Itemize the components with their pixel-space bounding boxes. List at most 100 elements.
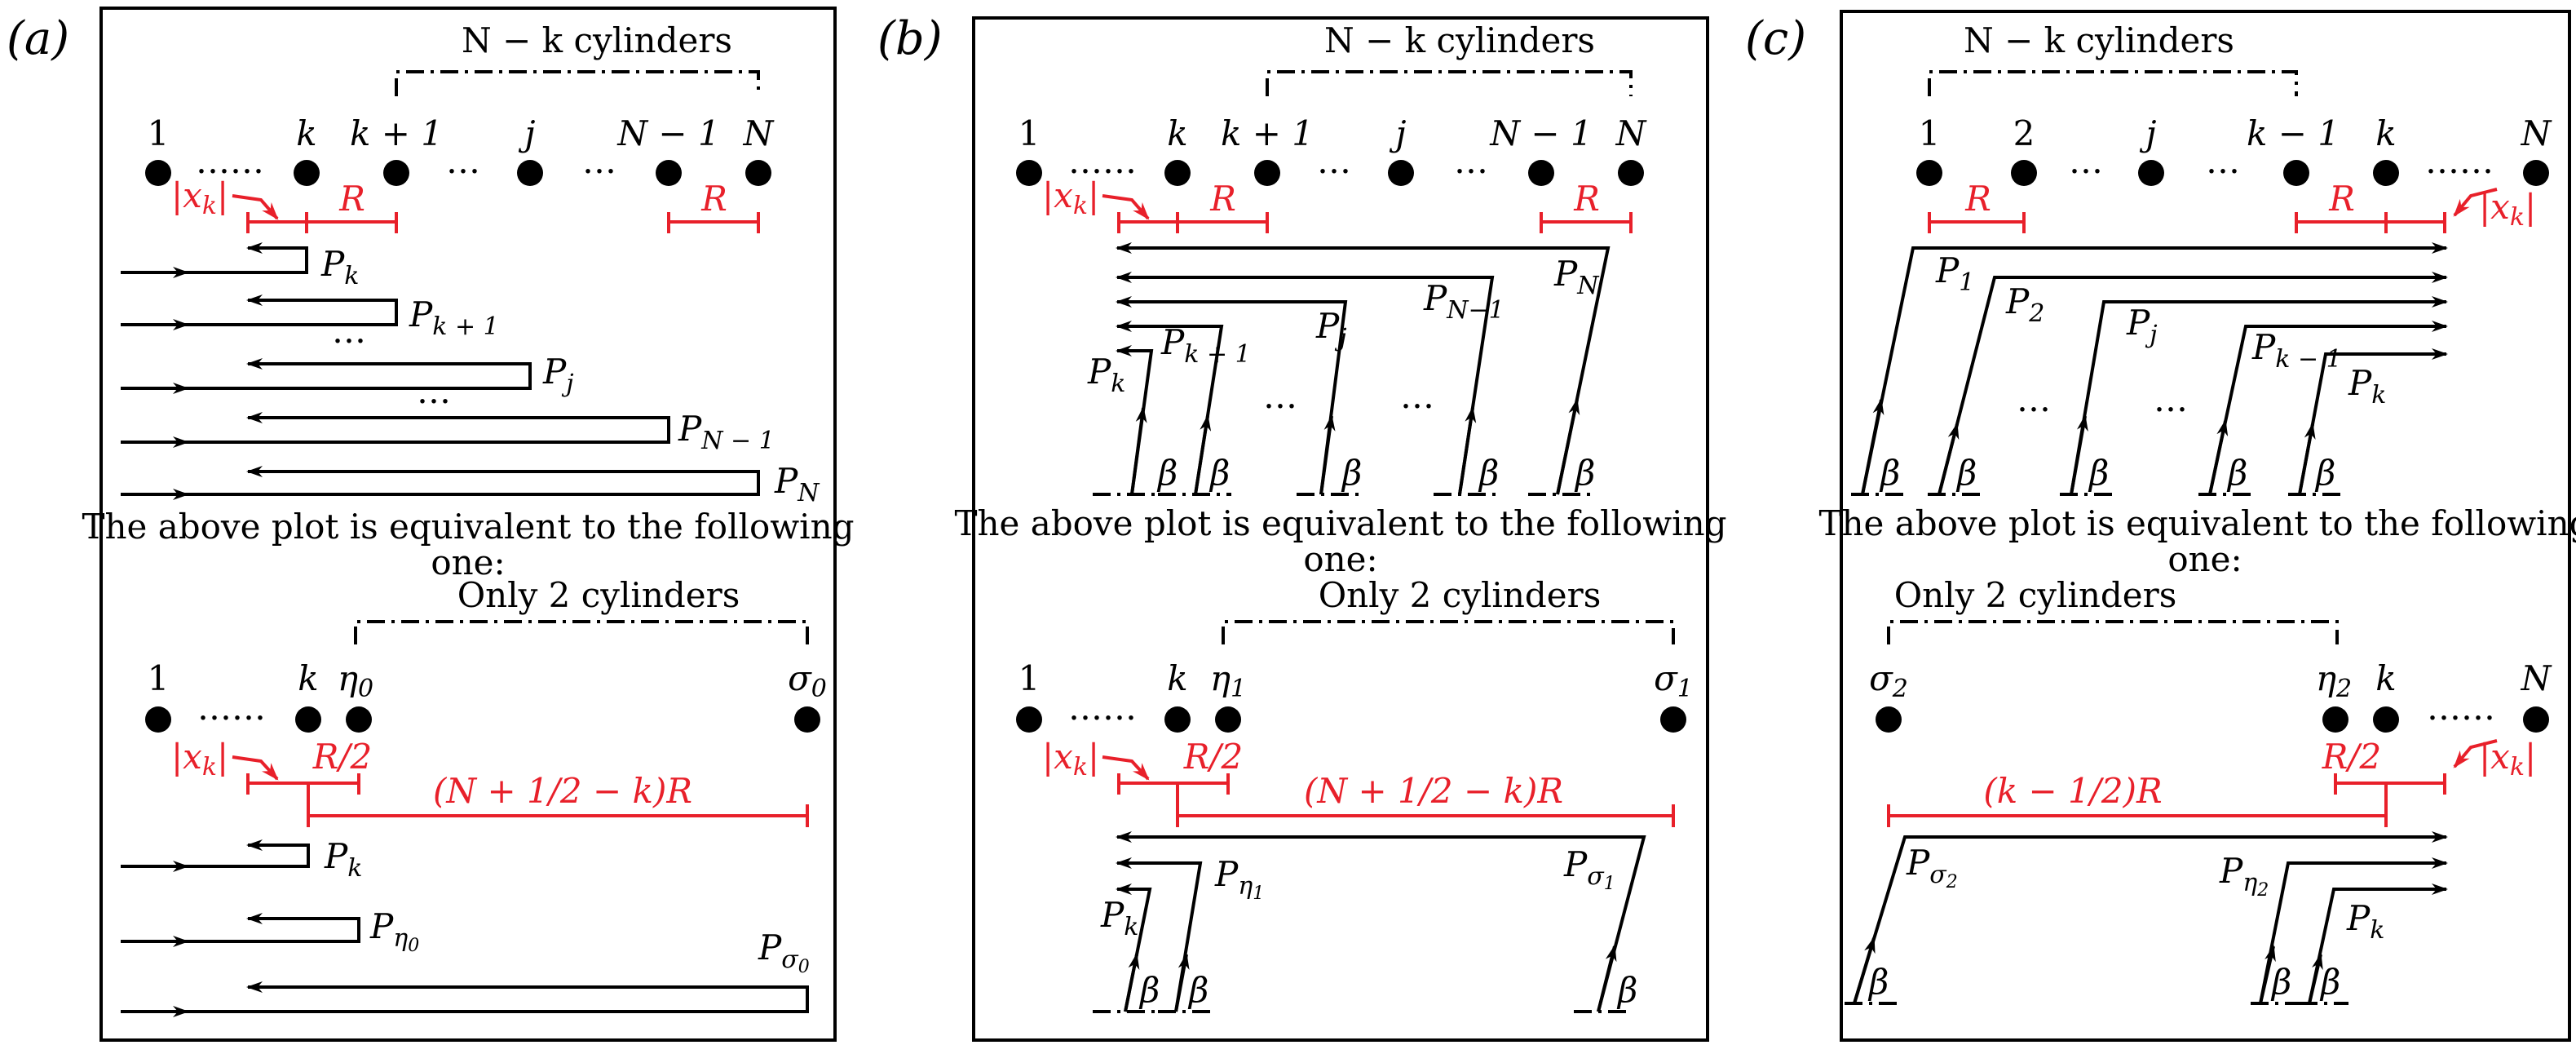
beta-label: β [1867, 962, 1889, 1002]
xk-arrow [232, 194, 279, 220]
cylinder [1016, 706, 1042, 733]
equivalence-text: The above plot is equivalent to the foll… [82, 507, 854, 547]
bottom-brace-label: Only 2 cylinders [1894, 575, 2177, 615]
span-bar [307, 783, 809, 827]
node-label: k [1167, 658, 1187, 698]
r-label: R [700, 179, 727, 219]
bottom-brace-label: Only 2 cylinders [1319, 575, 1602, 615]
top-brace [1928, 70, 2298, 96]
path-label: PN [1553, 254, 1600, 300]
ellipsis: … [332, 311, 366, 351]
top-brace [395, 70, 760, 96]
equivalence-text: The above plot is equivalent to the foll… [954, 503, 1726, 543]
cylinder [2523, 160, 2549, 186]
path-label: PN − 1 [678, 409, 775, 455]
panel-a-frame [99, 7, 837, 1042]
node-label: σ2 [1869, 658, 1908, 703]
beta-label: β [1879, 453, 1900, 493]
node-label: k [298, 658, 318, 698]
ellipsis: … [2154, 379, 2188, 419]
span-label: (N + 1/2 − k)R [433, 771, 692, 811]
path-label: Pk + 1 [1160, 322, 1251, 369]
node-label: N − 1 [1489, 113, 1592, 153]
ellipsis: …… [2425, 141, 2494, 181]
r-label: R [1964, 179, 1991, 219]
beta-label: β [1208, 453, 1230, 493]
path-label: Pη2 [2219, 851, 2269, 901]
path-label: PN−1 [1423, 278, 1505, 325]
cylinder [2373, 160, 2399, 186]
ellipsis: … [1400, 376, 1434, 416]
beta-label: β [2088, 453, 2109, 493]
span-bar [1176, 783, 1675, 827]
path-label: PN [774, 461, 820, 507]
cylinder [794, 706, 820, 733]
paths-a-bottom [121, 839, 809, 1017]
node-label: η0 [338, 658, 373, 703]
beta-label: β [1616, 970, 1637, 1010]
cylinder [1528, 160, 1554, 186]
path-label: Pσ0 [758, 928, 810, 977]
cylinder [2322, 706, 2348, 733]
paths-b-bottom [1116, 831, 1646, 1012]
cylinder [1618, 160, 1644, 186]
path-label: Pj [542, 352, 574, 398]
node-label: j [1389, 113, 1406, 153]
ellipsis: … [2206, 141, 2240, 181]
equivalence-text: one: [431, 542, 505, 582]
path-label: Pj [1315, 306, 1347, 352]
beta-label: β [1574, 453, 1595, 493]
node-label: 1 [1018, 658, 1041, 698]
ellipsis: … [2017, 379, 2051, 419]
node-label: σ0 [788, 658, 827, 703]
node-label: N [743, 113, 775, 153]
node-label: k [2375, 658, 2396, 698]
path-label: Pk − 1 [2251, 327, 2342, 374]
cylinder [1016, 160, 1042, 186]
r-bar [1540, 212, 1633, 233]
ellipsis: … [2069, 141, 2103, 181]
node-label: k + 1 [350, 113, 443, 153]
node-label: 1 [148, 658, 170, 698]
xk-arrow [1102, 755, 1150, 781]
xk-label: |xk| [2479, 737, 2536, 782]
path-label: Pk [1087, 352, 1125, 398]
bottom-brace [1222, 620, 1675, 644]
xk-arrow [232, 755, 279, 781]
node-label: k [296, 113, 316, 153]
node-label: η1 [1210, 658, 1246, 703]
span-label: (N + 1/2 − k)R [1304, 771, 1563, 811]
cylinder [294, 160, 320, 186]
node-label: k + 1 [1221, 113, 1314, 153]
half-r-label: R/2 [2322, 737, 2382, 777]
xk-arrow [2453, 739, 2498, 768]
node-label: j [2139, 113, 2156, 153]
half-r-bar [246, 773, 360, 795]
ellipsis: …… [1068, 141, 1137, 181]
path-label: Pη0 [369, 906, 419, 956]
xk-label: |xk| [171, 737, 228, 782]
paths-a [121, 242, 760, 500]
cylinder [346, 706, 372, 733]
span-bar [1887, 783, 2388, 827]
node-label: 1 [1018, 113, 1041, 153]
r-label: R [338, 179, 365, 219]
xk-label: |xk| [1042, 737, 1099, 782]
r-bar [246, 212, 398, 233]
cylinder [745, 160, 771, 186]
top-brace-label: N − k cylinders [1964, 20, 2234, 60]
cylinder [2011, 160, 2037, 186]
ellipsis: … [417, 371, 451, 411]
panel-b-id: (b) [877, 12, 943, 65]
xk-label: |xk| [2479, 187, 2536, 232]
ellipsis: … [1263, 376, 1297, 416]
node-label: N [2521, 113, 2552, 153]
beta-label: β [1156, 453, 1178, 493]
cylinder [1876, 706, 1902, 733]
path-label: Pk [2348, 363, 2386, 410]
bottom-brace [1887, 620, 2339, 644]
panel-a: (a) N − k cylinders 1 k k + 1 j N − 1 N … [7, 7, 855, 1042]
ellipsis: …… [1068, 688, 1137, 728]
ellipsis: … [582, 141, 616, 181]
paths-b [1116, 242, 1611, 495]
